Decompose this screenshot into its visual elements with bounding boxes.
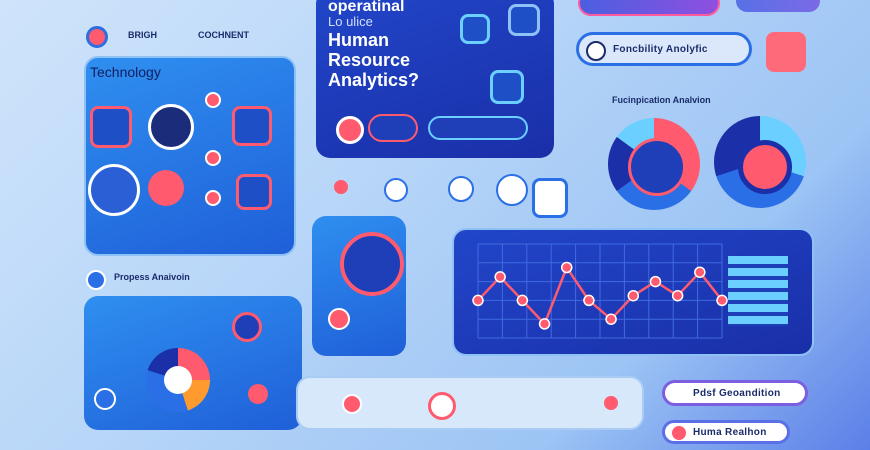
wifi-icon	[672, 426, 686, 440]
spiral-icon[interactable]	[384, 178, 408, 202]
spiral-icon[interactable]	[448, 176, 474, 202]
capability-analytics-label: Foncbility Anolyfic	[613, 43, 708, 55]
top-pill-right[interactable]	[736, 0, 820, 12]
chart-point	[472, 294, 484, 307]
drop-icon[interactable]	[428, 392, 456, 420]
hexagon-icon[interactable]	[508, 4, 540, 36]
status-dot-red	[86, 26, 108, 48]
capability-analytics-pill[interactable]: Foncbility Anolyfic	[576, 32, 752, 66]
chart-point	[649, 275, 662, 288]
connector-dot	[334, 180, 348, 194]
document-icon[interactable]	[236, 174, 272, 210]
pdsf-label: Pdsf Geoandition	[693, 387, 781, 399]
timeline-dot	[604, 396, 618, 410]
donut-center-left	[628, 138, 686, 196]
node-dot	[205, 190, 221, 206]
alert-dot	[328, 308, 350, 330]
chart-legend-bars	[728, 256, 788, 326]
chart-icon[interactable]	[490, 70, 524, 104]
human-label: Huma Realhon	[693, 426, 767, 438]
bar-chart-icon[interactable]	[88, 164, 140, 216]
spiral-icon[interactable]	[496, 174, 528, 206]
pdsf-pill[interactable]: Pdsf Geoandition	[662, 380, 808, 406]
technology-label: Technology	[90, 64, 161, 80]
star-button[interactable]	[368, 114, 418, 142]
bulb-icon[interactable]	[766, 32, 806, 72]
heart-icon[interactable]	[248, 384, 268, 404]
chart-point	[605, 313, 617, 325]
chart-point	[538, 318, 551, 330]
title-line2: Lo ulice	[328, 14, 373, 29]
title-line3: Human	[328, 30, 390, 50]
node-dot	[205, 150, 221, 166]
timeline-dot	[342, 394, 362, 414]
chart-point	[516, 294, 529, 307]
legend-label-b: COCHNENT	[198, 30, 249, 40]
bottle-icon[interactable]	[532, 178, 568, 218]
chart-point	[583, 294, 595, 307]
progress-dot	[86, 270, 106, 290]
network-icon[interactable]	[460, 14, 490, 44]
chart-point	[671, 289, 684, 302]
title-line1: operatinal	[328, 0, 405, 15]
camera-icon[interactable]	[232, 312, 262, 342]
technology-panel	[84, 56, 296, 256]
report-icon[interactable]	[90, 106, 132, 148]
human-pill[interactable]: Huma Realhon	[662, 420, 790, 444]
home-icon[interactable]	[164, 366, 192, 394]
chart-point	[627, 289, 640, 302]
info-icon	[586, 41, 606, 61]
toggle-control[interactable]	[428, 116, 528, 140]
legend-label-a: BRIGH	[128, 30, 157, 40]
user-avatar-icon[interactable]	[148, 104, 194, 150]
analytics-icon[interactable]	[232, 106, 272, 146]
keyboard-icon[interactable]	[148, 170, 184, 206]
title-line4: Resource	[328, 50, 411, 70]
donut-center-right	[738, 140, 792, 194]
title-line5: Analytics?	[328, 70, 420, 90]
chart-point	[494, 271, 506, 283]
chart-point	[716, 294, 728, 307]
profile-avatar[interactable]	[340, 232, 404, 296]
forecast-label: Fucinpication Analvion	[612, 95, 711, 105]
chart-point	[560, 261, 573, 274]
progress-label: Propess Anaivoin	[114, 272, 190, 282]
chart-point	[694, 266, 706, 278]
node-dot	[94, 388, 116, 410]
node-dot	[205, 92, 221, 108]
target-icon[interactable]	[336, 116, 364, 144]
